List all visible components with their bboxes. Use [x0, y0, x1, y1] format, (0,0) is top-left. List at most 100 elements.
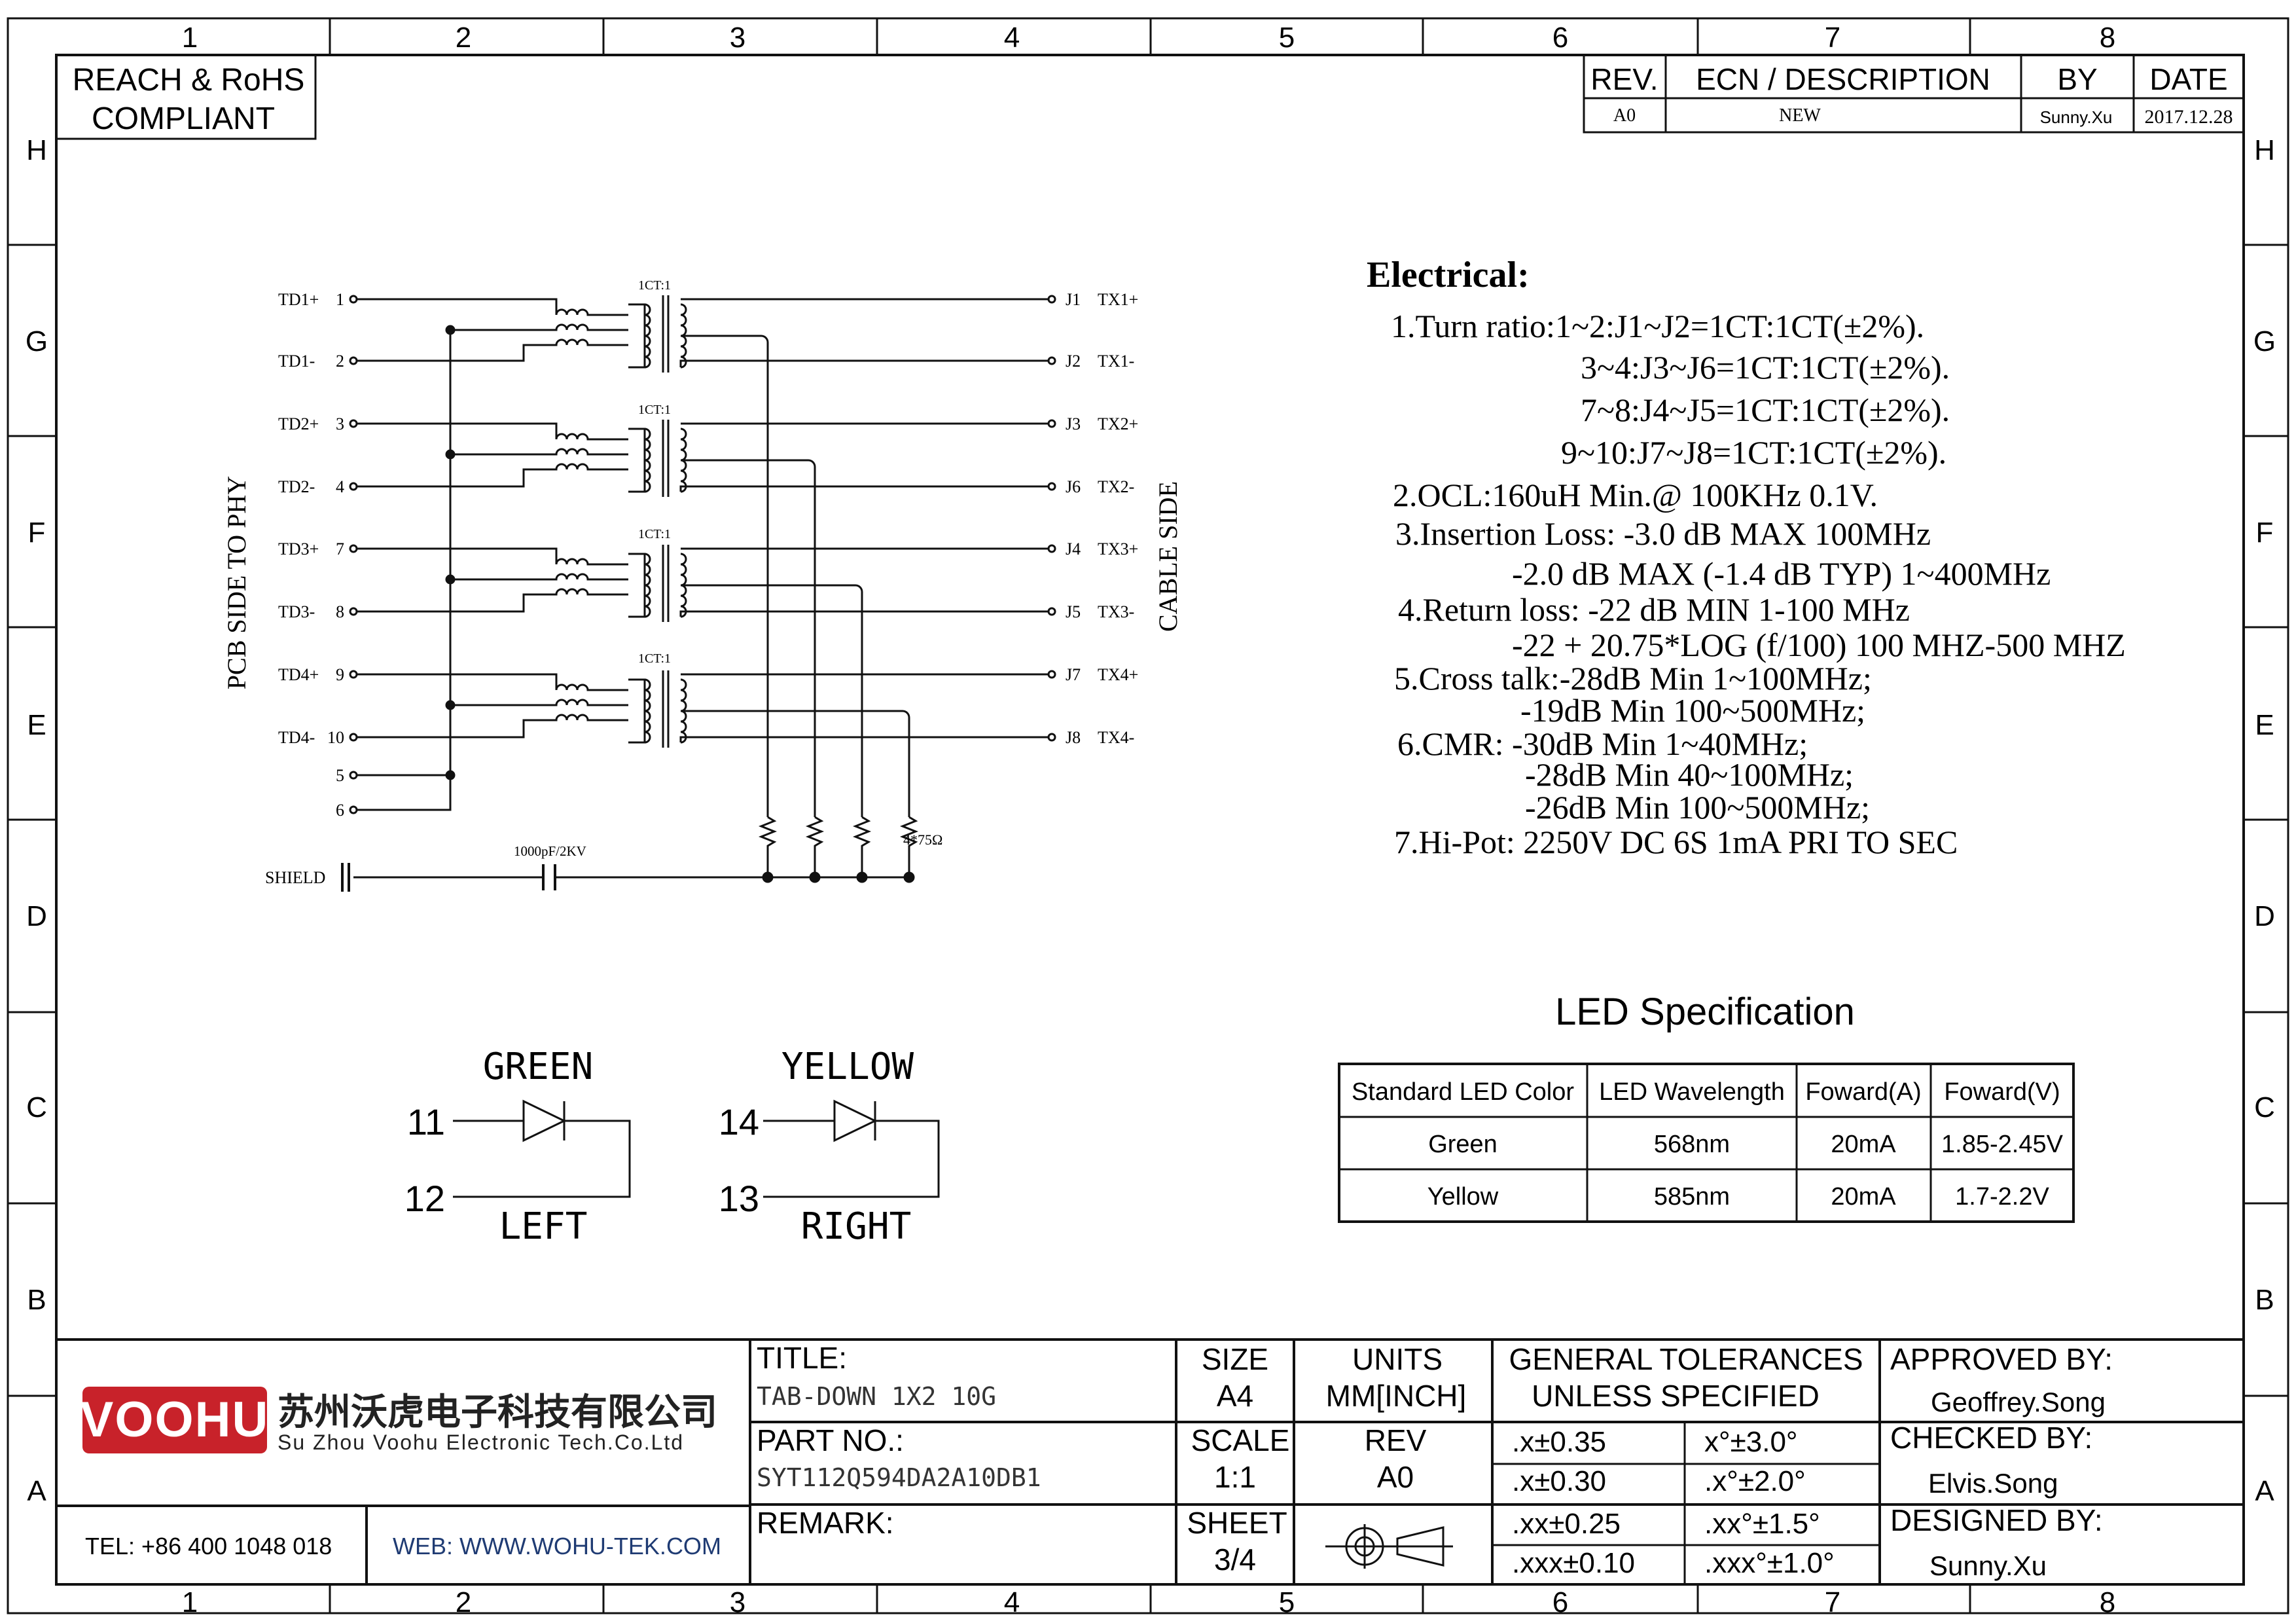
diode-icon [522, 1099, 567, 1142]
units-label: UNITS [1352, 1342, 1443, 1376]
right-pin-name: TX3- [1098, 602, 1134, 621]
outer-border [7, 17, 2289, 1614]
choke-coil [555, 433, 628, 441]
scale-label: SCALE [1191, 1423, 1290, 1457]
row-marker-right: C [2254, 1091, 2275, 1123]
led-spec-cell: Yellow [1427, 1183, 1499, 1211]
choke-coil [555, 558, 628, 566]
led-spec-cell: 1.7-2.2V [1955, 1183, 2049, 1211]
electrical-line: -2.0 dB MAX (-1.4 dB TYP) 1~400MHz [1512, 555, 2051, 592]
left-pin-number: 7 [336, 539, 344, 558]
led-spec-header: Foward(A) [1805, 1078, 1921, 1106]
transformer-ratio-label: 1CT:1 [638, 527, 671, 541]
pin-terminal [349, 607, 358, 616]
choke-coil [555, 308, 628, 316]
wire [357, 475, 525, 488]
row-marker-right: A [2255, 1475, 2274, 1507]
row-marker-right: F [2256, 517, 2274, 549]
row-marker-left: G [26, 325, 48, 357]
choke-coil [522, 338, 628, 350]
electrical-line: 6.CMR: -30dB Min 1~40MHz; [1397, 725, 1808, 762]
transformer-ratio-label: 1CT:1 [638, 651, 671, 666]
right-pin-name: TX4- [1098, 728, 1134, 747]
led-color-label: YELLOW [781, 1046, 914, 1088]
web-text: WEB: WWW.WOHU-TEK.COM [393, 1533, 721, 1559]
capacitor-label: 1000pF/2KV [514, 843, 586, 859]
pin-terminal [349, 482, 358, 491]
rev-value: A0 [1613, 105, 1636, 126]
title-label: TITLE: [757, 1341, 847, 1375]
wire [357, 725, 525, 739]
tolerance-cell: .xxx°±1.0° [1704, 1547, 1835, 1579]
compliance-line1: REACH & RoHS [73, 63, 305, 98]
by-header: BY [2057, 62, 2097, 96]
pin-terminal [349, 356, 358, 365]
pin-terminal [1047, 544, 1056, 553]
transformer-ratio-label: 1CT:1 [638, 403, 671, 417]
electrical-line: -22 + 20.75*LOG (f/100) 100 MHZ-500 MHZ [1512, 627, 2126, 663]
title-block [56, 1338, 2244, 1584]
sheet-label: SHEET [1187, 1506, 1287, 1540]
part-label: PART NO.: [757, 1423, 904, 1457]
tolerance-cell: x°±3.0° [1704, 1426, 1798, 1458]
size-value: A4 [1217, 1379, 1253, 1413]
schematic-wires [341, 295, 1056, 892]
electrical-line: 3~4:J3~J6=1CT:1CT(±2%). [1581, 349, 1950, 386]
right-pin-name: TX1+ [1098, 290, 1138, 309]
electrical-title: Electrical: [1367, 255, 1530, 295]
transformer-primary-lead [628, 680, 646, 744]
transformer-schematic: PCB SIDE TO PHY CABLE SIDE 1CT:11CT:11CT… [222, 278, 1183, 892]
row-marker-right: B [2255, 1284, 2274, 1316]
choke-coil [450, 573, 628, 581]
choke-coil [450, 323, 628, 331]
right-pin-name: TX4+ [1098, 665, 1138, 684]
led-spec-title: LED Specification [1555, 991, 1855, 1033]
row-marker-right: E [2255, 709, 2274, 741]
pin-terminal [1047, 733, 1056, 742]
wire [357, 673, 558, 690]
left-pin-number: 10 [327, 728, 344, 747]
led-pin-bottom: 13 [719, 1178, 759, 1219]
electrical-line: -28dB Min 40~100MHz; [1525, 756, 1854, 793]
led-color-label: GREEN [483, 1046, 594, 1088]
tolerance-cell: .x±0.30 [1512, 1465, 1606, 1497]
led-spec-cell: 20mA [1831, 1183, 1896, 1211]
pin-terminal [349, 670, 358, 679]
wire [679, 485, 1049, 492]
pin-terminal [349, 295, 358, 304]
led-spec-cell: 1.85-2.45V [1941, 1131, 2064, 1158]
right-pin-name: TX1- [1098, 352, 1134, 371]
wire [357, 547, 558, 564]
right-pin-j: J3 [1066, 414, 1081, 433]
transformer-ratio-label: 1CT:1 [638, 278, 671, 293]
column-marker-top: 8 [2100, 22, 2115, 54]
pin-terminal [349, 733, 358, 742]
rev-header: REV. [1590, 62, 1658, 96]
checked-label: CHECKED BY: [1890, 1421, 2092, 1455]
choke-coil [522, 714, 628, 725]
transformer-primary-lead [628, 554, 646, 618]
led-symbols [453, 1099, 940, 1198]
left-pin-number: 9 [336, 665, 344, 684]
rev-value-block: A0 [1377, 1460, 1414, 1494]
right-pin-j: J6 [1066, 477, 1081, 496]
cable-side-label: CABLE SIDE [1153, 481, 1183, 632]
wire [679, 359, 1049, 367]
center-tap-wire [681, 335, 769, 817]
scale-value: 1:1 [1214, 1460, 1256, 1494]
right-pin-j: J4 [1066, 539, 1081, 558]
tolerance-cell: .x°±2.0° [1704, 1465, 1806, 1497]
right-pin-j: J8 [1066, 728, 1081, 747]
termination-resistor [899, 816, 919, 877]
left-pin-name: TD2- [278, 477, 315, 496]
column-marker-top: 7 [1825, 22, 1840, 54]
column-marker-top: 5 [1279, 22, 1295, 54]
led-side-label: RIGHT [801, 1205, 912, 1248]
center-tap-wire [681, 710, 910, 817]
wire [679, 736, 1049, 742]
electrical-line: 1.Turn ratio:1~2:J1~J2=1CT:1CT(±2%). [1391, 308, 1924, 344]
checked-value: Elvis.Song [1928, 1468, 2058, 1499]
